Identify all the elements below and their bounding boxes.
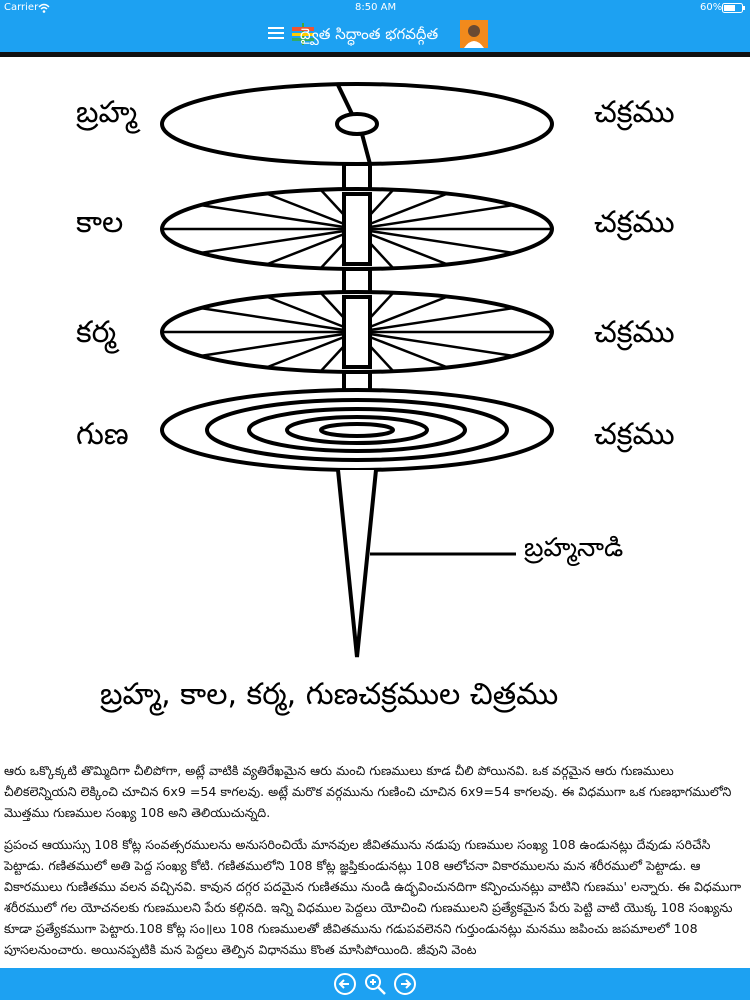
clock: 8:50 AM [355,2,397,13]
paragraph: ఆరు ఒక్కొక్కటి తొమ్మిదిగా చీలిపోగా, అట్ల… [4,763,732,820]
label-chakramu-3: చక్రము [594,315,675,350]
label-brahmanadi: బ్రహ్మనాడి [524,533,624,563]
wifi-icon [38,3,50,13]
chakra-diagram: బ్రహ్మ కాల కర్మ గుణ చక్రము చక్రము చక్రము… [0,57,750,747]
paragraph: ప్రపంచ ఆయుస్సు 108 కోట్ల సంవత్సరములను అన… [4,837,742,957]
label-chakramu-4: చక్రము [594,417,675,452]
article-body: ఆరు ఒక్కొక్కటి తొమ్మిదిగా చీలిపోగా, అట్ల… [4,760,744,971]
battery-percent: 60% [700,2,723,13]
avatar [460,20,488,48]
menu-icon[interactable] [268,26,284,40]
app-title: ద్వైత సిద్ధాంత భగవద్గీత [300,25,439,43]
figure-caption: బ్రహ్మ, కాల, కర్మ, గుణచక్రముల చిత్రము [100,677,559,712]
nav-bar: ద్వైత సిద్ధాంత భగవద్గీత [0,16,750,52]
back-arrow-icon[interactable] [333,972,357,996]
label-karma: కర్మ [76,315,117,350]
label-guna: గుణ [76,417,129,452]
label-kala: కాల [76,205,124,240]
battery-icon [722,3,745,13]
zoom-icon[interactable] [363,972,387,996]
label-chakramu-1: చక్రము [594,95,675,130]
label-chakramu-2: చక్రము [594,205,675,240]
label-brahma: బ్రహ్మ [76,95,138,130]
status-bar: Carrier 8:50 AM 60% [0,0,750,16]
logo-icon [292,23,314,45]
bottom-toolbar [0,968,750,1000]
carrier-text: Carrier [4,2,39,13]
forward-arrow-icon[interactable] [393,972,417,996]
chakra-drawing [160,82,554,658]
header-divider [0,52,750,57]
